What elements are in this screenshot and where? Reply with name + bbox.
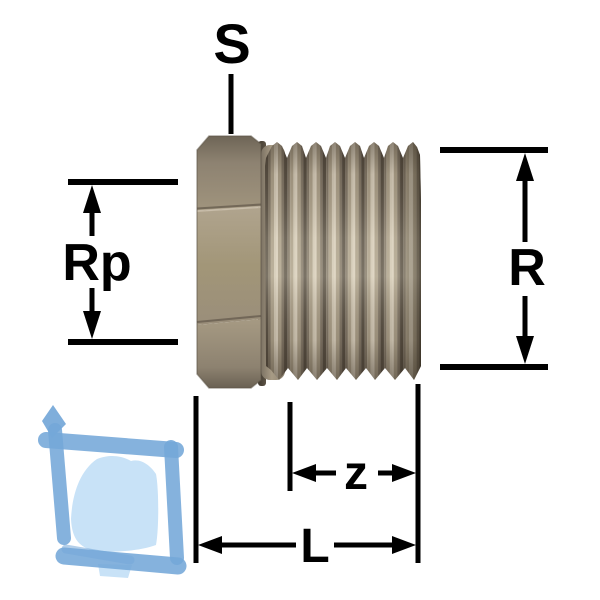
dim-r-arrow-down xyxy=(516,336,534,364)
dim-l-arrow-right xyxy=(392,536,416,554)
dim-r: R xyxy=(440,147,548,370)
dim-label-z: z xyxy=(344,447,368,500)
dim-l-arrow-left xyxy=(198,536,222,554)
dim-l: L xyxy=(193,384,421,573)
hex-facet-edge-upper xyxy=(196,206,262,212)
thread-shading-overlay xyxy=(265,142,421,380)
hex-outline xyxy=(196,135,262,389)
hex-facet-bottom xyxy=(197,319,261,388)
logo-frame-left xyxy=(48,423,71,545)
hex-facet-middle xyxy=(197,207,261,325)
dim-rp-arrow-down xyxy=(83,311,101,339)
logo-frame-bottom-overlap xyxy=(61,544,135,565)
dim-z-arrow-left xyxy=(292,464,316,482)
dim-z-arrow-right xyxy=(392,464,416,482)
dim-label-rp: Rp xyxy=(62,234,131,292)
dim-z: z xyxy=(287,402,416,500)
logo-frame-right xyxy=(164,440,184,565)
dim-label-s: S xyxy=(213,12,250,75)
dim-label-r: R xyxy=(508,239,546,297)
dim-label-l: L xyxy=(300,520,329,573)
dim-rp: Rp xyxy=(62,179,178,345)
thread-runout-shadow xyxy=(398,142,421,380)
dim-rp-arrow-up xyxy=(83,185,101,213)
logo-inner-fill xyxy=(71,455,159,552)
dim-r-arrow-up xyxy=(516,153,534,181)
hex-facet-top xyxy=(197,136,261,211)
dim-s: S xyxy=(213,12,251,134)
hex-facet-crease-upper xyxy=(196,203,262,210)
logo-frame-top xyxy=(38,432,184,458)
brand-logo-icon xyxy=(38,405,187,578)
hex-facet-edge-lower xyxy=(196,315,262,323)
fitting-illustration xyxy=(196,135,421,389)
